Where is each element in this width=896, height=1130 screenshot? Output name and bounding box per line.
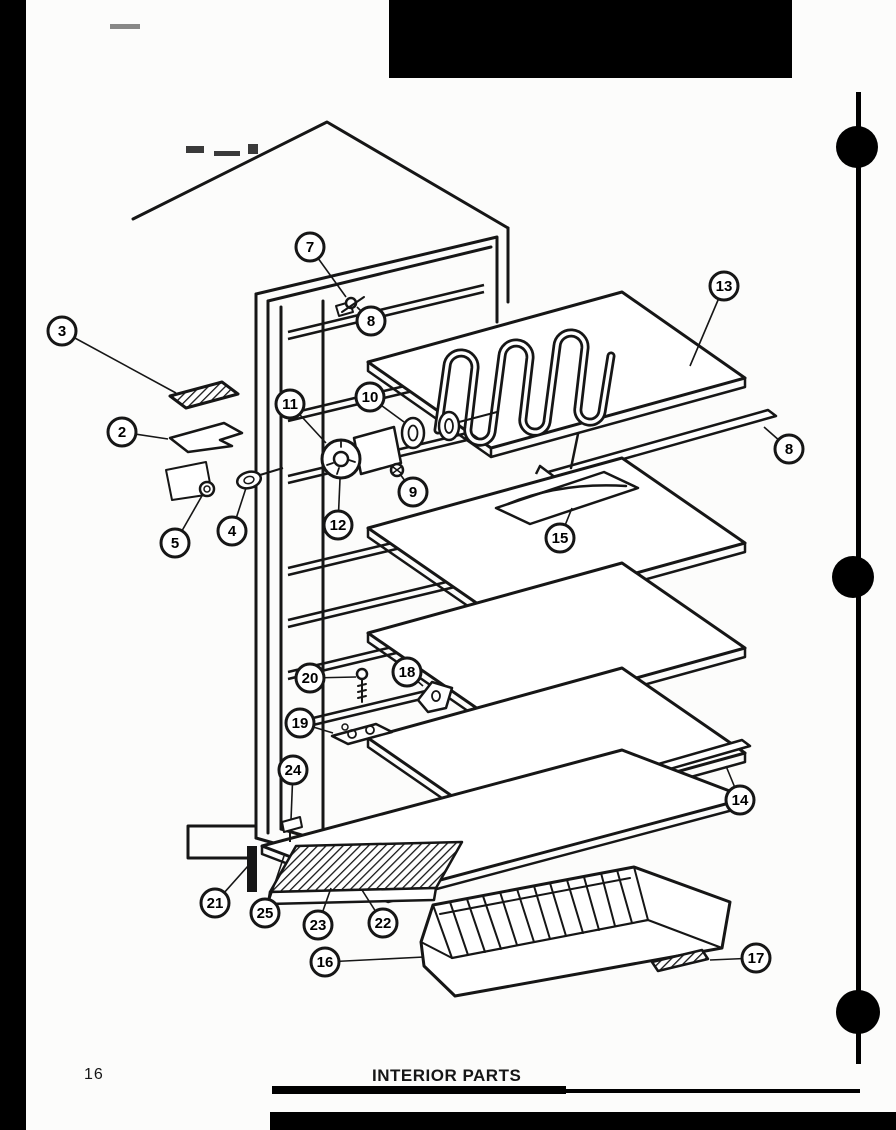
roller-4: [235, 467, 284, 490]
callout-23: 23: [302, 909, 334, 941]
svg-text:2: 2: [118, 424, 126, 441]
callout-9: 9: [397, 476, 429, 508]
callout-18: 18: [391, 656, 423, 688]
callout-24: 24: [277, 754, 309, 786]
page-caption: INTERIOR PARTS: [372, 1066, 522, 1085]
binder-dot-bottom: [836, 990, 880, 1034]
svg-text:12: 12: [330, 517, 347, 534]
callout-7: 7: [294, 231, 326, 263]
page-number: 16: [84, 1066, 104, 1083]
svg-text:18: 18: [399, 664, 416, 681]
callout-10: 10: [354, 381, 386, 413]
base-shadow: [247, 846, 257, 892]
svg-text:7: 7: [306, 239, 314, 256]
callout-16: 16: [309, 946, 341, 978]
callout-14: 14: [724, 784, 756, 816]
screw-20: [355, 667, 369, 703]
grille: [266, 840, 464, 906]
svg-text:21: 21: [207, 895, 224, 912]
callouts: 7 8 13 3 11 10 2 8 9 12 5 4 15 20 18 19 …: [46, 231, 805, 978]
callout-2: 2: [106, 416, 138, 448]
callout-3: 3: [46, 315, 78, 347]
svg-text:11: 11: [282, 396, 298, 413]
clip-plate-19: [330, 722, 394, 746]
svg-text:22: 22: [375, 915, 392, 932]
binder-dot-middle: [832, 556, 874, 598]
scan-edge-left: [0, 0, 26, 1130]
svg-text:24: 24: [285, 762, 302, 779]
svg-text:13: 13: [716, 278, 733, 295]
callout-13: 13: [708, 270, 740, 302]
callout-20: 20: [294, 662, 326, 694]
svg-text:10: 10: [362, 389, 379, 406]
callout-15: 15: [544, 522, 576, 554]
hatched-block-3: [168, 380, 240, 410]
callout-19: 19: [284, 707, 316, 739]
scan-bar-top: [389, 0, 792, 78]
scan-bar-bottom: [270, 1112, 896, 1130]
svg-text:8: 8: [367, 313, 375, 330]
caption-smudge: [272, 1086, 566, 1094]
svg-text:19: 19: [292, 715, 309, 732]
callout-22: 22: [367, 907, 399, 939]
pin-5: [198, 480, 216, 498]
svg-text:23: 23: [310, 917, 327, 934]
caption-smudge-thin: [560, 1089, 860, 1093]
callout-8: 8: [355, 305, 387, 337]
svg-text:15: 15: [552, 530, 569, 547]
bracket-18: [416, 680, 454, 714]
callout-11: 11: [274, 388, 306, 420]
callout-12: 12: [322, 509, 354, 541]
svg-text:9: 9: [409, 484, 417, 501]
basket-trim-17: [650, 948, 710, 973]
svg-text:20: 20: [302, 670, 319, 687]
callout-17: 17: [740, 942, 772, 974]
scan-speck: [214, 151, 240, 156]
svg-text:14: 14: [732, 792, 749, 809]
bracket-2: [168, 421, 244, 454]
bracket-24: [281, 816, 303, 842]
binder-dot-top: [836, 126, 878, 168]
svg-text:17: 17: [748, 950, 765, 967]
evaporator-coil: [433, 328, 616, 447]
callout-8b: 8: [773, 433, 805, 465]
top-screw-assembly: [335, 296, 365, 317]
drain-trough: [494, 432, 640, 526]
callout-4: 4: [216, 515, 248, 547]
svg-text:16: 16: [317, 954, 334, 971]
svg-text:25: 25: [257, 905, 274, 922]
scan-speck: [248, 144, 258, 154]
callout-21: 21: [199, 887, 231, 919]
crisper-basket: [419, 865, 732, 998]
svg-text:5: 5: [171, 535, 179, 552]
scan-speck: [110, 24, 140, 29]
svg-text:4: 4: [228, 523, 237, 540]
callout-5: 5: [159, 527, 191, 559]
thermostat-assembly: [320, 410, 498, 480]
scan-speck: [186, 146, 204, 153]
callout-25: 25: [249, 897, 281, 929]
svg-text:8: 8: [785, 441, 793, 458]
svg-text:3: 3: [58, 323, 66, 340]
